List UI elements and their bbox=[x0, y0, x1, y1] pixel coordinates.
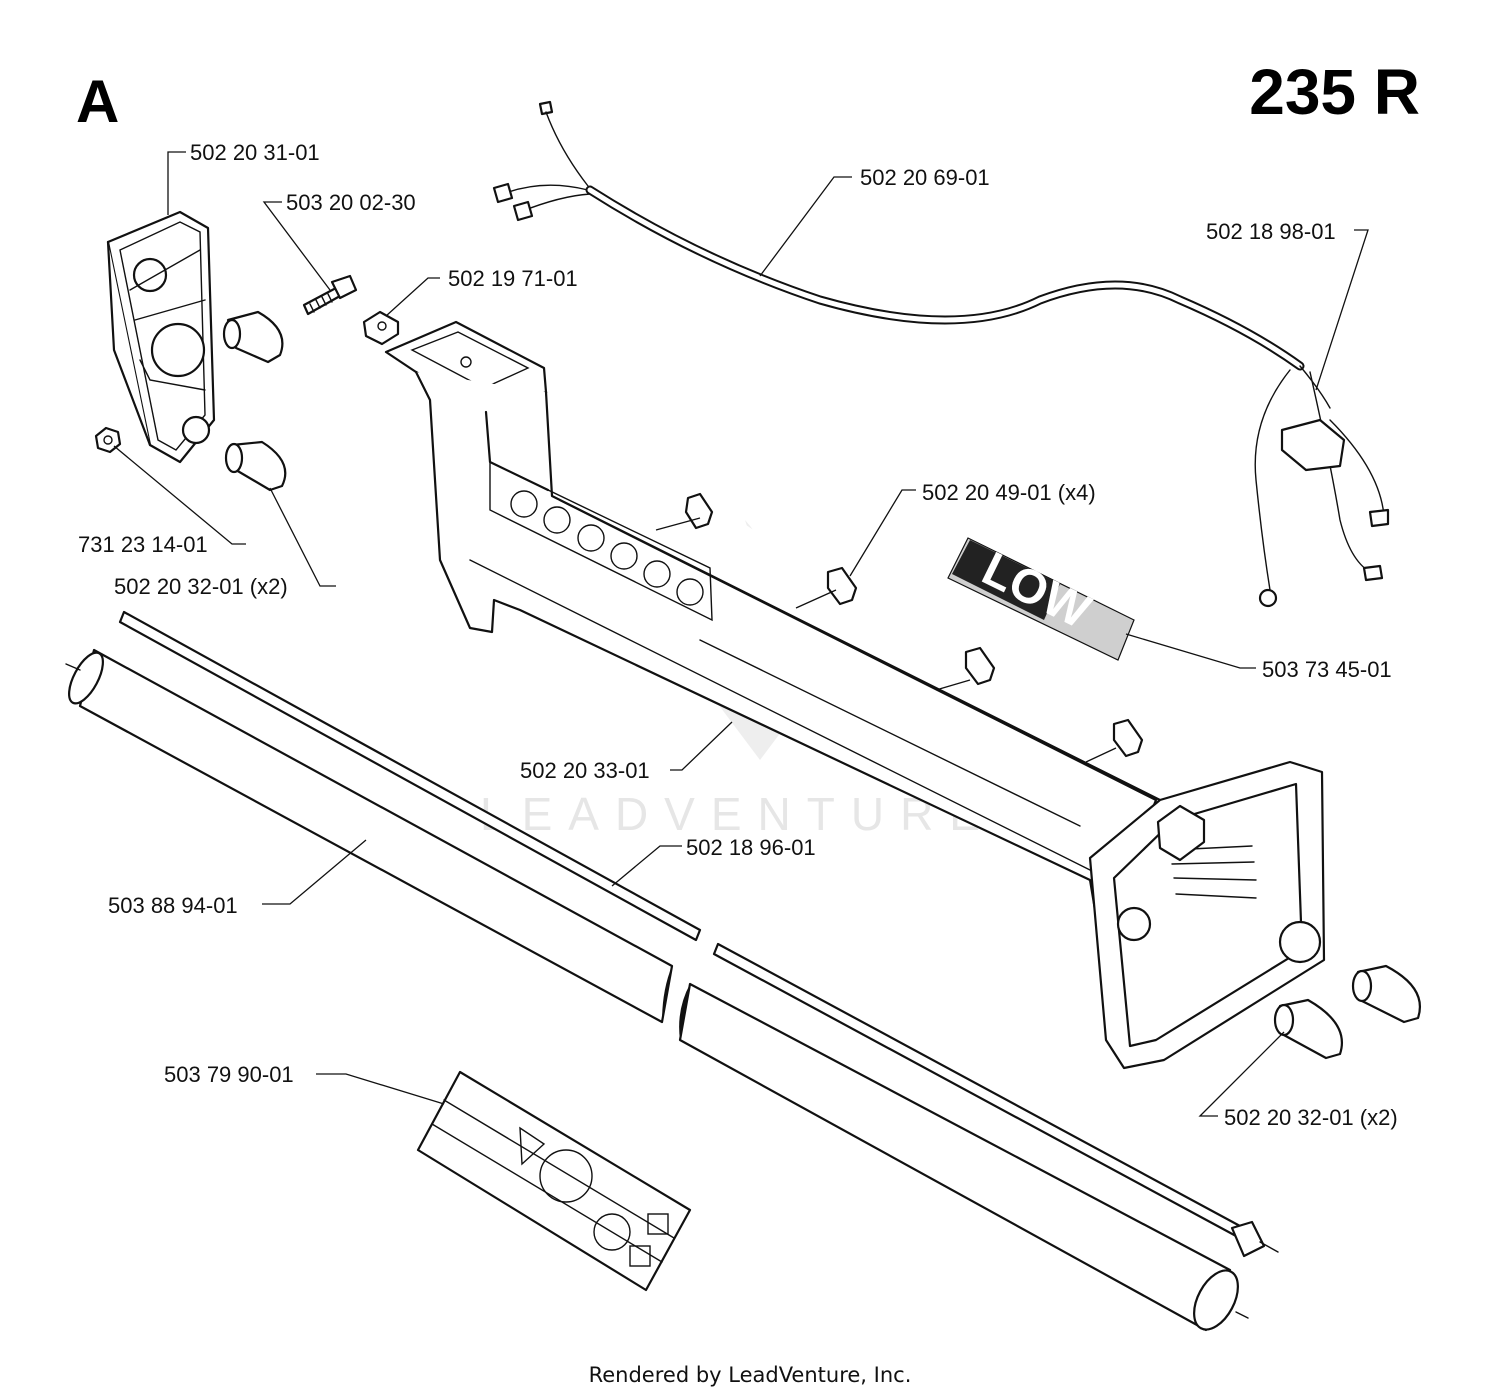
callout-502-20-32-01-left: 502 20 32-01 (x2) bbox=[114, 574, 288, 599]
callout-731-23-14-01: 731 23 14-01 bbox=[78, 532, 208, 557]
clip-part-2 bbox=[826, 566, 858, 606]
leader-lines bbox=[113, 151, 1369, 1117]
clip-part-4 bbox=[1112, 718, 1144, 758]
warning-label-part bbox=[416, 1070, 692, 1292]
handle-bracket-part bbox=[106, 210, 216, 464]
main-housing-part bbox=[384, 320, 1326, 1070]
cap-plug-upper bbox=[222, 310, 284, 364]
cap-plug-right-upper bbox=[1351, 964, 1421, 1024]
model-number: 235 R bbox=[1249, 56, 1420, 128]
callout-502-20-33-01: 502 20 33-01 bbox=[520, 758, 650, 783]
callout-502-20-69-01: 502 20 69-01 bbox=[860, 165, 990, 190]
clip-nut-part bbox=[362, 310, 400, 346]
callout-503-79-90-01: 503 79 90-01 bbox=[164, 1062, 294, 1087]
clip-part-3 bbox=[964, 646, 996, 686]
callout-502-19-71-01: 502 19 71-01 bbox=[448, 266, 578, 291]
callout-502-20-49-01: 502 20 49-01 (x4) bbox=[922, 480, 1096, 505]
decal-text: LOW bbox=[974, 542, 1098, 639]
throttle-cable-part bbox=[492, 100, 1390, 608]
cap-plug-lower bbox=[224, 440, 287, 492]
callout-502-20-31-01: 502 20 31-01 bbox=[190, 140, 320, 165]
watermark-text: LEADVENTURE bbox=[480, 788, 996, 840]
callout-502-20-32-01-right: 502 20 32-01 (x2) bbox=[1224, 1105, 1398, 1130]
drive-shaft-part bbox=[118, 610, 1279, 1258]
section-letter: A bbox=[76, 68, 119, 135]
screw-part bbox=[302, 274, 358, 316]
footer-credit: Rendered by LeadVenture, Inc. bbox=[589, 1363, 912, 1387]
callout-502-18-98-01: 502 18 98-01 bbox=[1206, 219, 1336, 244]
callout-503-88-94-01: 503 88 94-01 bbox=[108, 893, 238, 918]
callout-502-18-96-01: 502 18 96-01 bbox=[686, 835, 816, 860]
cap-plug-right-lower bbox=[1273, 998, 1343, 1060]
callout-503-20-02-30: 503 20 02-30 bbox=[286, 190, 416, 215]
callout-503-73-45-01: 503 73 45-01 bbox=[1262, 657, 1392, 682]
shaft-tube-part bbox=[65, 648, 1249, 1332]
decal-part: LOW bbox=[947, 537, 1135, 661]
